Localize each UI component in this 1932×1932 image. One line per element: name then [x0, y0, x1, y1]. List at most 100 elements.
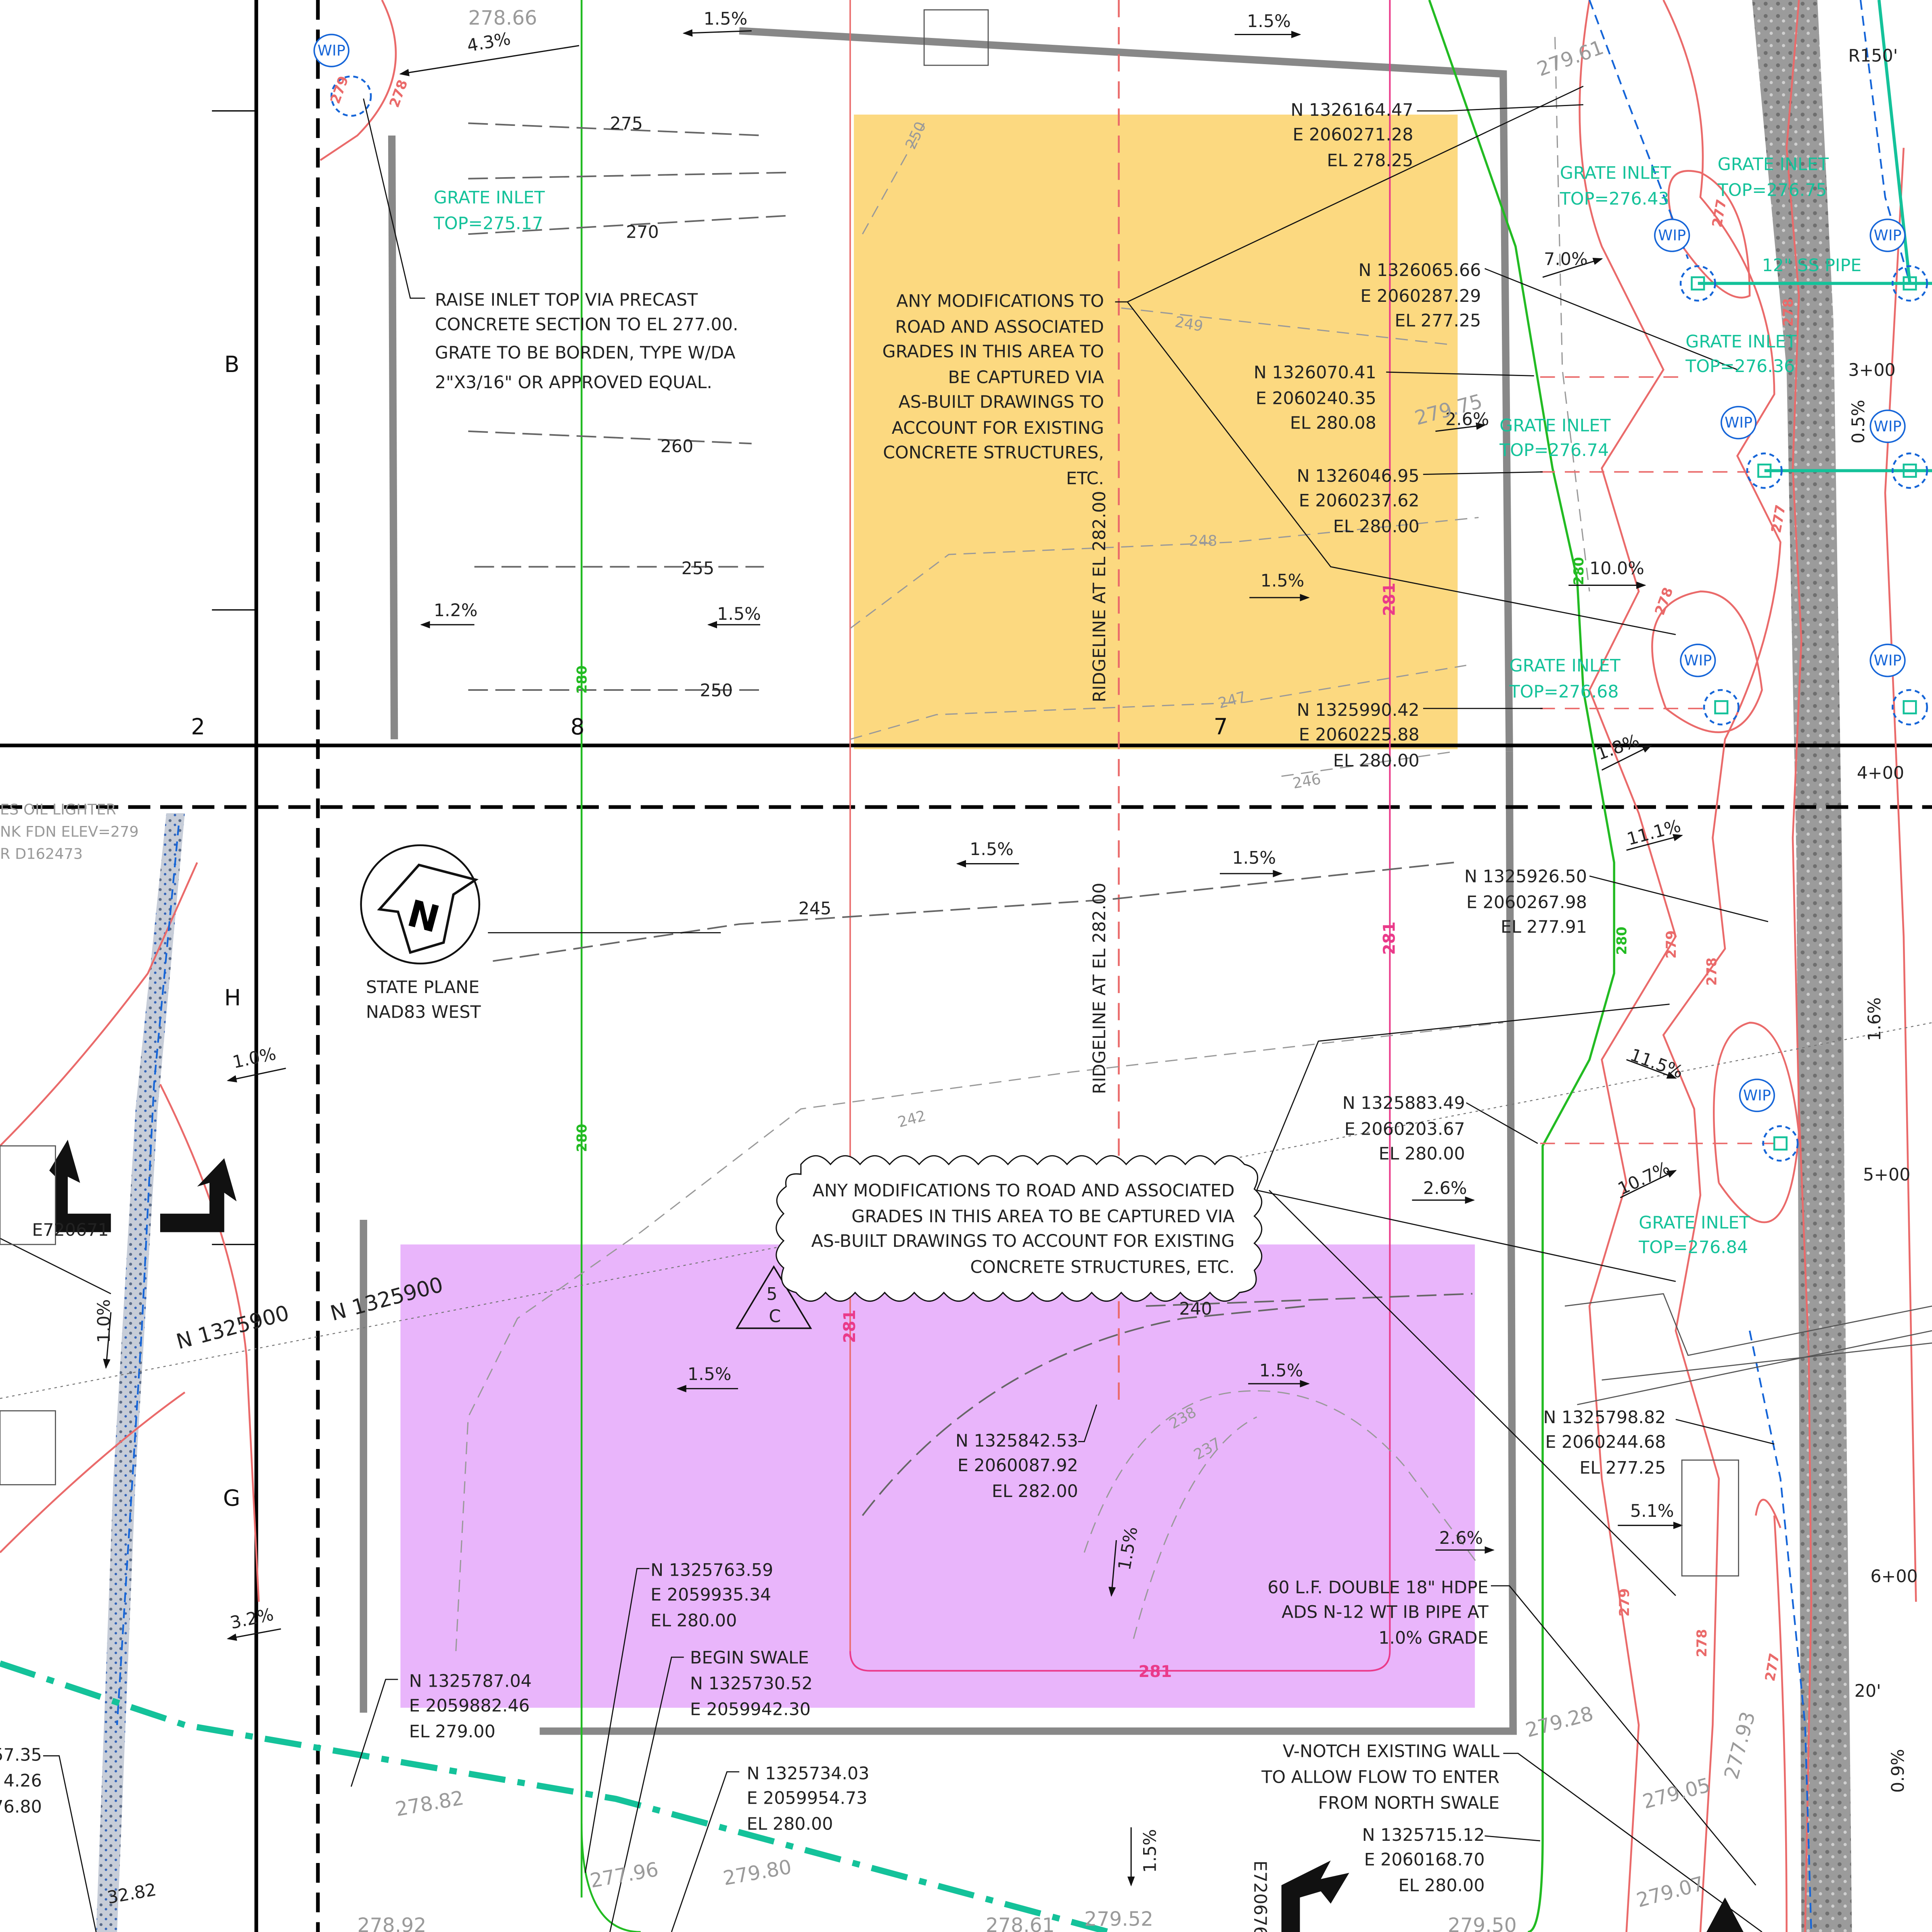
slope-1: 1.5% — [1247, 11, 1291, 31]
spot-7: 278.61 — [986, 1914, 1055, 1932]
elev-magenta-2: 281 — [841, 1310, 859, 1343]
coord-1-n: N 1326065.66 — [1358, 260, 1481, 280]
contour-minor-5: 242 — [896, 1107, 928, 1131]
revision-letter: C — [769, 1306, 781, 1326]
slope-19: 10.0% — [1589, 558, 1644, 579]
slope-22: 11.5% — [1627, 1045, 1686, 1082]
coord-2-n: N 1326070.41 — [1254, 362, 1376, 383]
contour-major-4: 250 — [700, 680, 733, 700]
coord-4-el: EL 280.00 — [1333, 751, 1420, 771]
line-magenta — [849, 0, 1391, 1672]
inlet-4-l1: GRATE INLET — [1499, 416, 1611, 436]
wip-label: WIP — [318, 42, 345, 59]
coord-4-n: N 1325990.42 — [1297, 700, 1420, 720]
line-green-3 — [580, 1823, 641, 1932]
slope-arrows — [103, 29, 1683, 1887]
coord-13-e: E 2060168.70 — [1364, 1850, 1485, 1870]
spot-13: 277.93 — [1720, 1709, 1760, 1782]
wip-bubbles — [313, 33, 1906, 1112]
elev-red-9: 279 — [1616, 1588, 1632, 1616]
slope-23: 10.7% — [1615, 1158, 1673, 1199]
gravel-swale — [96, 813, 185, 1932]
spot-6: 278.92 — [358, 1914, 427, 1932]
orange-area — [854, 114, 1458, 749]
spot-8: 279.52 — [1084, 1908, 1153, 1931]
coord-7-n: N 1325798.82 — [1543, 1407, 1666, 1428]
coord-0-n: N 1326164.47 — [1290, 100, 1413, 120]
note-inlet-raise-3: GRATE TO BE BORDEN, TYPE W/DA — [435, 343, 736, 363]
note-pipe-1: 60 L.F. DOUBLE 18" HDPE — [1267, 1577, 1488, 1597]
pipe-label: 12" SS PIPE — [1762, 255, 1862, 276]
slope-3: 1.2% — [434, 600, 478, 621]
coord-5-e: E 2060267.98 — [1466, 892, 1587, 912]
inlet-0-l1: GRATE INLET — [434, 188, 545, 208]
spot-12: 279.50 — [1448, 1914, 1517, 1932]
coord-5-el: EL 277.91 — [1501, 917, 1587, 937]
elev-green-3: 280 — [1614, 926, 1630, 955]
contours-light — [455, 37, 1590, 1651]
note-vnotch-2: TO ALLOW FLOW TO ENTER — [1261, 1767, 1499, 1788]
inlet-1-l2: TOP=276.43 — [1560, 189, 1669, 209]
note-mod-lower-1: ANY MODIFICATIONS TO ROAD AND ASSOCIATED — [813, 1181, 1235, 1201]
elev-green-1: 280 — [574, 1124, 590, 1152]
slope-10: 1.5% — [688, 1364, 732, 1384]
spot-9: 279.28 — [1523, 1702, 1596, 1742]
slope-9: 1.0% — [94, 1299, 114, 1343]
note-inlet-raise-2: CONCRETE SECTION TO EL 277.00. — [435, 314, 738, 335]
coord-7-el: EL 277.25 — [1579, 1458, 1666, 1478]
elev-green-2: 280 — [1571, 557, 1587, 585]
elev-red-6: 277 — [1768, 504, 1789, 534]
wip-label: WIP — [1743, 1087, 1771, 1104]
north-arrow — [360, 844, 481, 965]
station-3: 6+00 — [1870, 1566, 1917, 1587]
coord-7-e: E 2060244.68 — [1545, 1432, 1666, 1452]
coord-3-e: E 2060237.62 — [1299, 491, 1420, 511]
inlet-symbols — [330, 75, 1928, 1162]
note-mod-lower-2: GRADES IN THIS AREA TO BE CAPTURED VIA — [851, 1206, 1234, 1227]
note-mod-upper-5: AS-BUILT DRAWINGS TO — [899, 392, 1104, 412]
coord-4-e: E 2060225.88 — [1299, 725, 1420, 745]
blue-lines — [116, 0, 1911, 1932]
station-2: 5+00 — [1863, 1165, 1910, 1185]
note-mod-upper-2: ROAD AND ASSOCIATED — [895, 317, 1104, 337]
line-green-2 — [1428, 0, 1615, 1932]
contour-minor-3: 247 — [1216, 688, 1248, 712]
wip-label: WIP — [1874, 226, 1902, 244]
contour-major-5: 245 — [799, 899, 832, 919]
slope-18: 7.0% — [1544, 249, 1588, 270]
contour-minor-2: 248 — [1189, 532, 1217, 550]
coord-9-el: EL 280.00 — [650, 1611, 737, 1631]
coord-12-e: E 2059954.73 — [746, 1788, 867, 1808]
left-cut-2: 4.26 — [4, 1771, 42, 1791]
note-mod-upper-1: ANY MODIFICATIONS TO — [896, 291, 1104, 311]
coord-2-e: E 2060240.35 — [1256, 389, 1376, 409]
note-mod-upper-3: GRADES IN THIS AREA TO — [882, 342, 1104, 362]
inlet-0-l2: TOP=275.17 — [433, 213, 543, 234]
slope-12: 3.2% — [228, 1604, 276, 1633]
grid-row-g: G — [223, 1485, 240, 1511]
elev-red-4: 279 — [1663, 930, 1679, 959]
coord-8-n: N 1325842.53 — [956, 1431, 1078, 1451]
note-mod-upper-6: ACCOUNT FOR EXISTING — [892, 418, 1104, 438]
coord-6-el: EL 280.00 — [1379, 1144, 1465, 1164]
slope-25: 0.5% — [1848, 400, 1869, 444]
slope-17: 2.6% — [1445, 409, 1489, 429]
grid-row-h: H — [224, 985, 241, 1011]
coord-10-n: N 1325787.04 — [409, 1671, 532, 1691]
coord-10-el: EL 279.00 — [409, 1722, 496, 1742]
note-vnotch-1: V-NOTCH EXISTING WALL — [1283, 1741, 1499, 1761]
north-caption-2: NAD83 WEST — [366, 1002, 481, 1022]
contour-minor-1: 249 — [1173, 313, 1204, 335]
note-vnotch-3: FROM NORTH SWALE — [1318, 1793, 1500, 1813]
slope-24: 1.6% — [1865, 997, 1885, 1041]
tank-text-1: ES OIL LIGHTER — [0, 801, 116, 818]
slope-26: 0.9% — [1888, 1749, 1908, 1793]
slope-8: 1.0% — [231, 1044, 278, 1073]
contours — [468, 122, 1473, 1516]
coord-6-e: E 2060203.67 — [1344, 1119, 1465, 1139]
coord-1-el: EL 277.25 — [1395, 311, 1481, 331]
coord-2-el: EL 280.08 — [1290, 413, 1376, 433]
grid-col-2: 2 — [191, 714, 205, 740]
road-width: 20' — [1855, 1681, 1881, 1701]
